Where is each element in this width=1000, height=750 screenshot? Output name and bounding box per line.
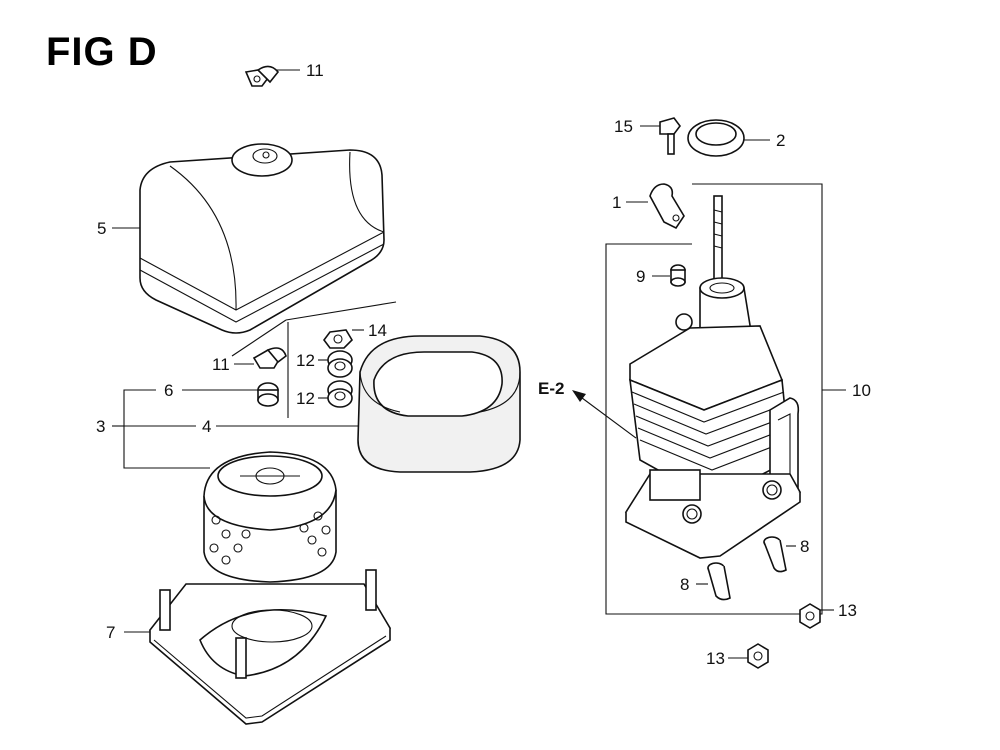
callout-3: 3 [96,417,105,436]
air-cleaner-base [124,569,392,725]
nut-14 [323,329,364,349]
callout-12-b: 12 [296,389,315,408]
callout-12-a: 12 [296,351,315,370]
callout-8-left: 8 [680,575,689,594]
e2-reference-arrow [572,390,637,439]
elbow-case [624,195,802,559]
wing-nut-11-mid [234,347,287,369]
callout-7: 7 [106,623,115,642]
callout-9: 9 [636,267,645,286]
collar-8-right [763,536,796,573]
cap-9 [652,264,686,287]
callout-e2: E-2 [538,379,564,398]
callout-6: 6 [164,381,173,400]
washer-12-b [318,380,353,408]
air-cleaner-cover [112,143,385,334]
foam-element [357,335,521,473]
cover-leader-line-2 [285,301,397,321]
callout-15: 15 [614,117,633,136]
clamp-1 [626,183,685,230]
bolt-15 [640,117,681,155]
callout-5: 5 [97,219,106,238]
grommet-6 [182,382,279,407]
callout-10: 10 [852,381,871,400]
wing-nut-11-top [244,65,300,87]
cover-leader-line [231,319,287,357]
callout-2: 2 [776,131,785,150]
nut-13-right [799,603,834,629]
washer-12-a [318,350,353,378]
gasket-2 [687,119,770,157]
paper-element [203,451,337,583]
callout-13-left: 13 [706,649,725,668]
nut-13-left [728,643,769,669]
bracket-10 [605,183,823,615]
callout-1: 1 [612,193,621,212]
bracket-3 [123,389,210,469]
callout-11-top: 11 [306,61,324,80]
callout-8-right: 8 [800,537,809,556]
callout-13-right: 13 [838,601,857,620]
collar-8-left [696,562,731,601]
callout-14: 14 [368,321,387,340]
callout-11-mid: 11 [212,355,230,374]
callout-4: 4 [202,417,211,436]
figure-title: FIG D [46,30,158,74]
